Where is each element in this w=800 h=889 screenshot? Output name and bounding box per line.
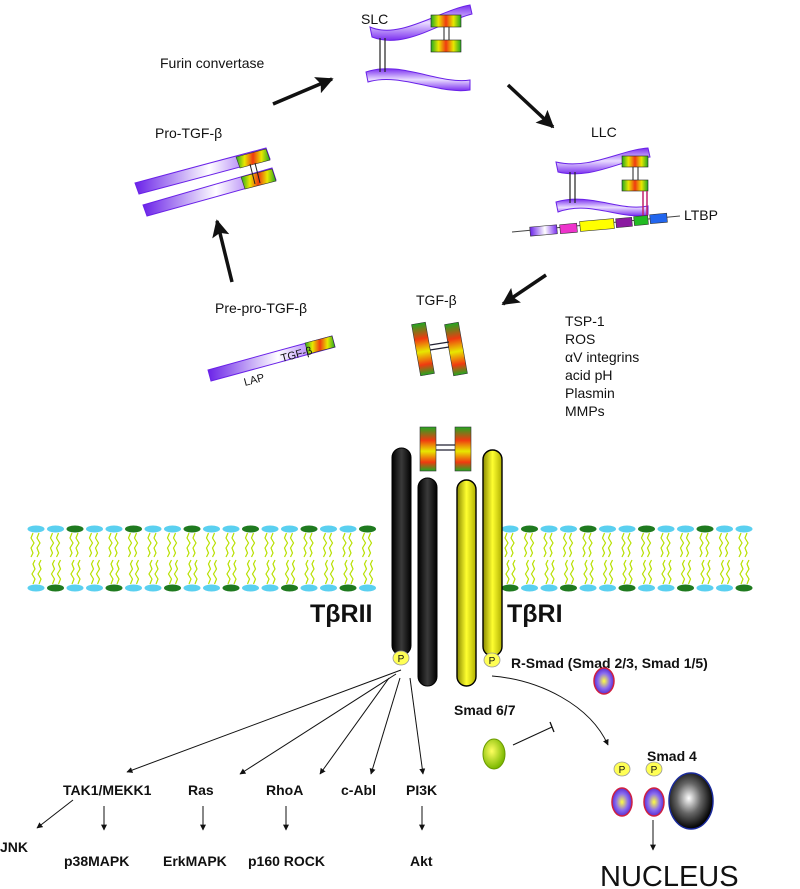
lap-label: LAP [243, 372, 266, 389]
smad4-label: Smad 4 [647, 748, 697, 764]
cabl-label: c-Abl [341, 782, 376, 798]
svg-text:P: P [619, 765, 626, 776]
p38-label: p38MAPK [64, 853, 129, 869]
phospho-tbri: P [483, 652, 501, 668]
pro-tgf-complex [134, 147, 277, 217]
activator-ros: ROS [565, 331, 595, 347]
tgf-beta-active-dimer [411, 321, 468, 377]
svg-text:P: P [398, 654, 405, 665]
r-smad-free [593, 667, 615, 695]
p160-label: p160 ROCK [248, 853, 325, 869]
receptor-tbri [456, 449, 503, 687]
cell-membrane [27, 525, 753, 592]
smad67-label: Smad 6/7 [454, 702, 516, 718]
erk-label: ErkMAPK [163, 853, 227, 869]
activator-plasmin: Plasmin [565, 385, 615, 401]
phosphorylation-arrow [491, 675, 609, 746]
slc-complex [365, 4, 473, 92]
tbri-label: TβRI [507, 600, 563, 628]
smad-complex: P P [611, 761, 714, 830]
arrow-llc-to-tgf [501, 273, 547, 306]
arrow-slc-to-llc [506, 83, 555, 129]
jnk-label: JNK [0, 839, 28, 855]
pathway-labels: TAK1/MEKK1 Ras RhoA c-Abl PI3K JNK p38MA… [0, 782, 437, 869]
rhoa-label: RhoA [266, 782, 303, 798]
r-smad-label: R-Smad (Smad 2/3, Smad 1/5) [511, 655, 708, 671]
tgf-active-label: TGF-β [416, 292, 457, 308]
activator-integrins: αV integrins [565, 349, 639, 365]
nucleus-label: NUCLEUS [600, 861, 739, 889]
tbrii-label: TβRII [310, 600, 372, 628]
receptor-tbrii [391, 447, 438, 687]
arrow-prepro-to-pro [212, 219, 234, 283]
activator-tsp1: TSP-1 [565, 313, 605, 329]
smad67 [482, 738, 506, 770]
akt-label: Akt [410, 853, 433, 869]
smad67-inhibition [512, 726, 553, 746]
tgf-small-label: TGF-β [280, 345, 314, 365]
slc-label: SLC [361, 11, 388, 27]
pi3k-label: PI3K [406, 782, 437, 798]
llc-complex [555, 147, 651, 217]
pathway-arrows [36, 669, 426, 831]
activators-list: TSP-1 ROS αV integrins acid pH Plasmin M… [565, 313, 639, 419]
svg-text:P: P [651, 765, 658, 776]
activator-mmps: MMPs [565, 403, 605, 419]
ras-label: Ras [188, 782, 214, 798]
arrow-pro-to-slc [272, 77, 334, 106]
activator-acid-ph: acid pH [565, 367, 612, 383]
tgf-beta-bound-ligand [419, 426, 472, 472]
pre-pro-tgf [207, 335, 336, 382]
ltbp-label: LTBP [684, 207, 718, 223]
tak1-label: TAK1/MEKK1 [63, 782, 152, 798]
phospho-tbrii: P [392, 650, 410, 666]
ltbp-protein [511, 212, 681, 237]
pre-pro-tgf-label: Pre-pro-TGF-β [215, 300, 307, 316]
pro-tgf-label: Pro-TGF-β [155, 125, 222, 141]
llc-label: LLC [591, 124, 617, 140]
furin-label: Furin convertase [160, 55, 264, 71]
svg-text:P: P [489, 656, 496, 667]
